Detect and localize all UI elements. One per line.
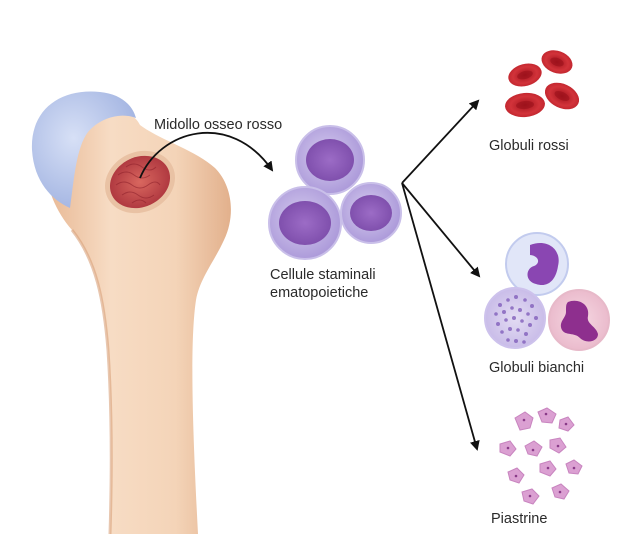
stem-cells-label-line1: Cellule staminali — [270, 267, 376, 283]
platelets-label: Piastrine — [491, 511, 548, 527]
femur-bone — [46, 107, 231, 534]
basophil-cell — [484, 287, 546, 349]
monocyte-cell — [505, 232, 569, 296]
red-blood-cell — [505, 92, 545, 118]
red-blood-cell — [508, 63, 542, 87]
platelets-group — [499, 407, 583, 505]
stem-cell — [268, 186, 342, 260]
red-marrow — [104, 150, 176, 214]
red-blood-cell — [541, 50, 573, 74]
eosinophil-cell — [548, 289, 610, 351]
stem-cell — [340, 182, 402, 244]
red-cells-label: Globuli rossi — [489, 138, 569, 154]
white-cells-label: Globuli bianchi — [489, 360, 585, 376]
stem-cells-label-line2: ematopoietiche — [270, 285, 369, 301]
marrow-label: Midollo osseo rosso — [154, 117, 283, 133]
marrow-to-stem-arrow — [139, 132, 274, 179]
stem-cell — [295, 125, 365, 195]
arrow-to-white-cells — [401, 182, 481, 278]
arrow-to-platelets — [401, 182, 480, 451]
arrow-to-red-cells — [401, 99, 480, 184]
red-blood-cell — [544, 82, 580, 110]
cartilage-head — [31, 91, 137, 208]
